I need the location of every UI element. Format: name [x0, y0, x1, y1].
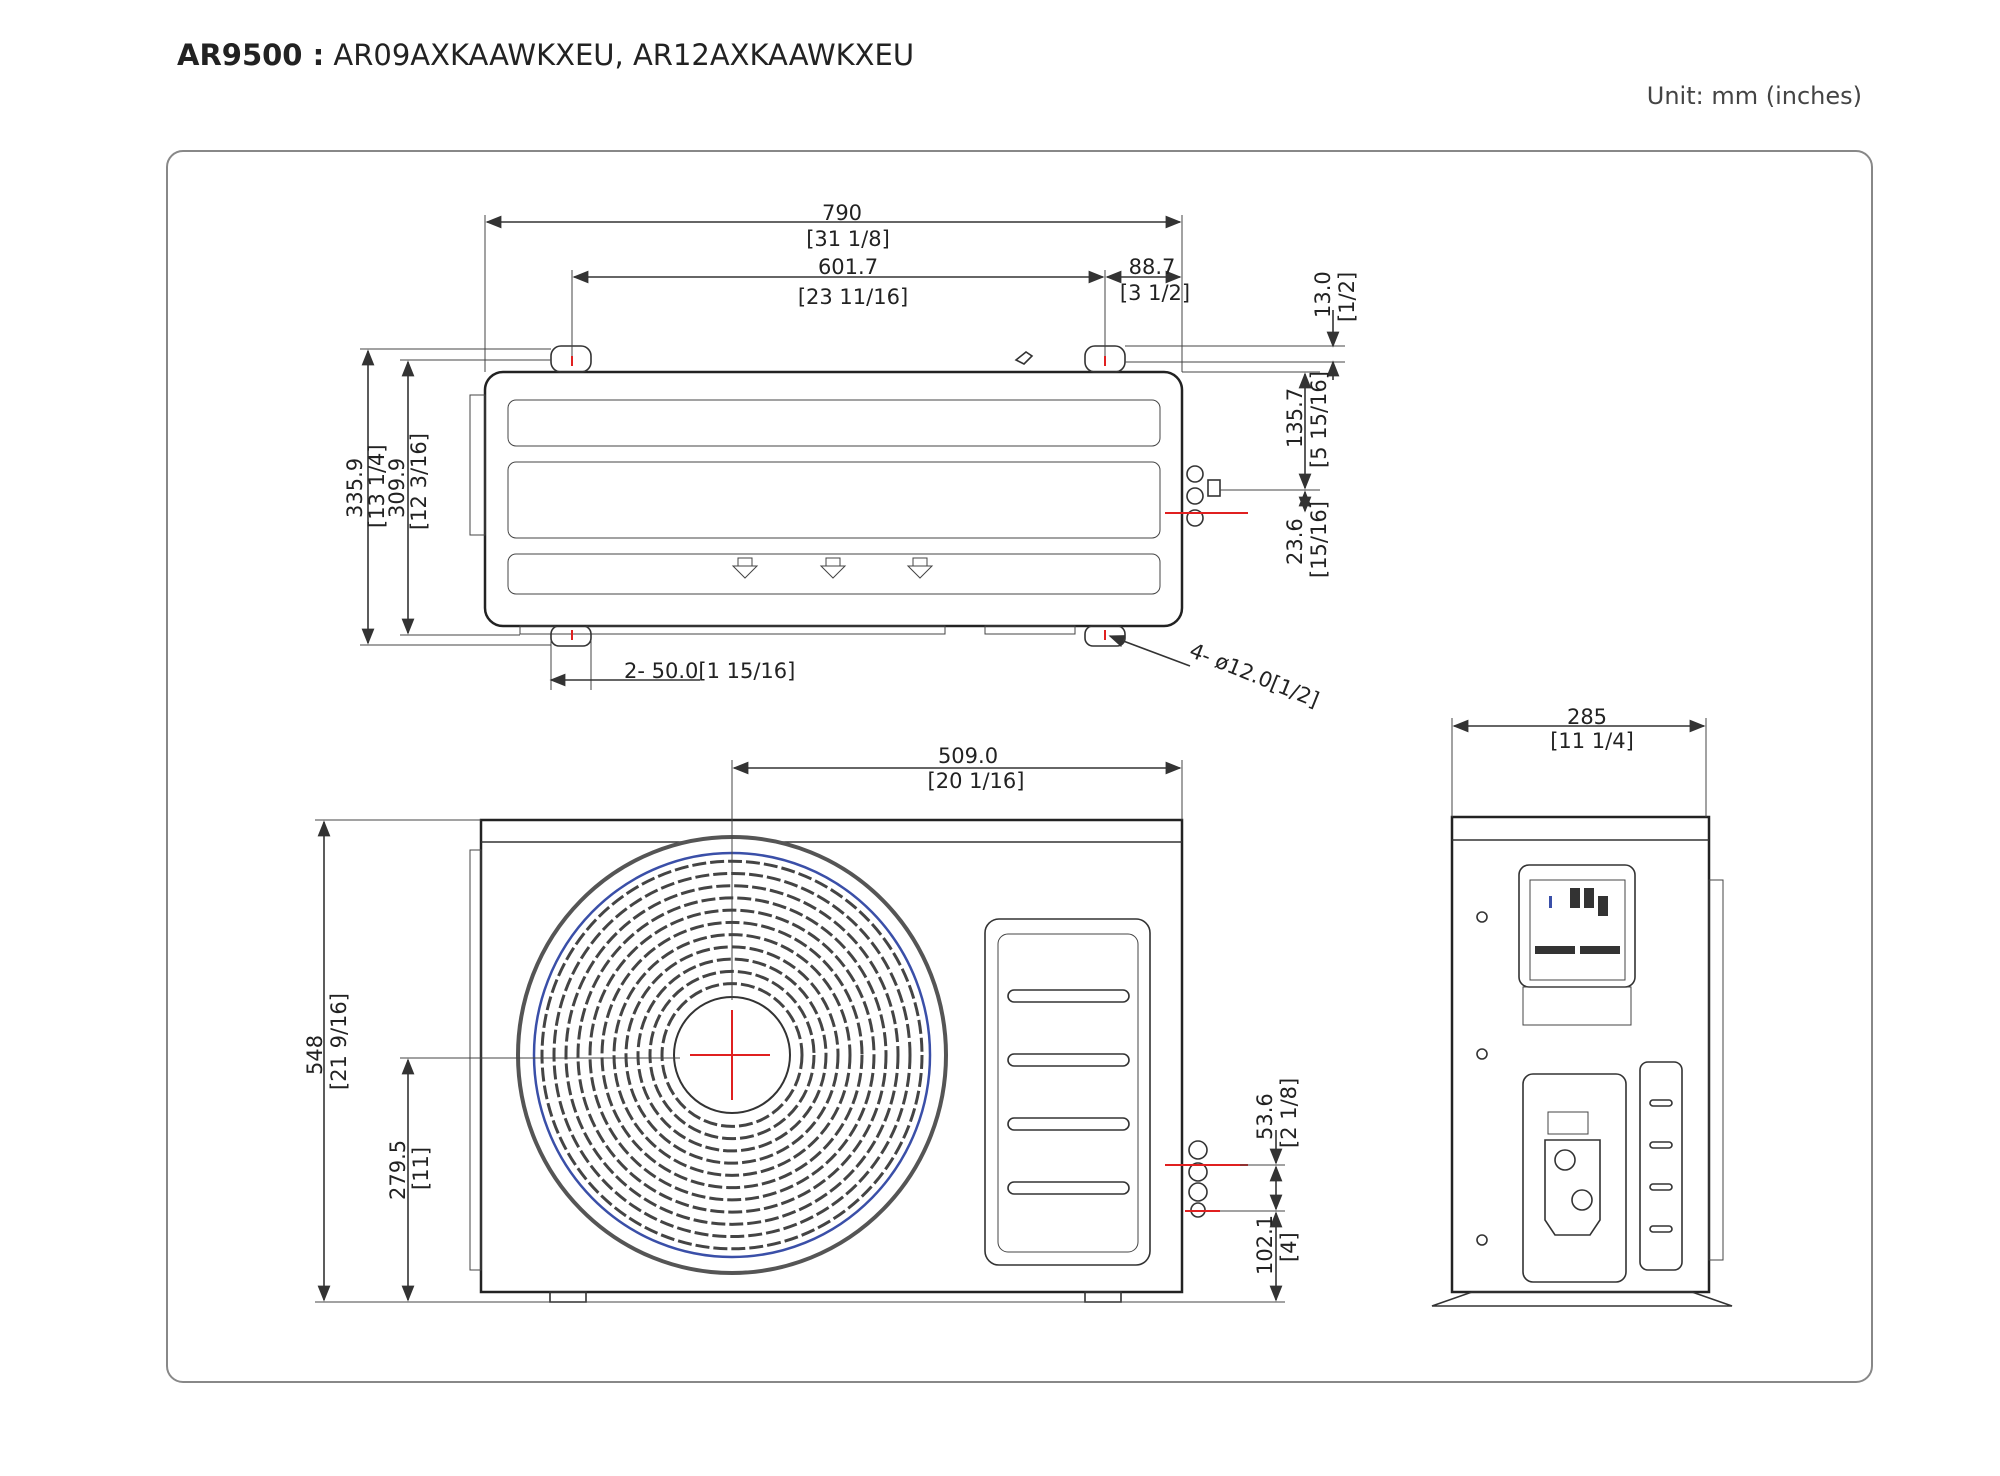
drawing-frame — [166, 150, 1873, 1383]
model-list: AR09AXKAAWKXEU, AR12AXKAAWKXEU — [324, 38, 915, 72]
top-slat — [507, 399, 1161, 447]
dim-width: 790 — [822, 201, 862, 225]
series-name: AR9500 : — [177, 38, 325, 72]
dim-height-in: [21 9/16] — [327, 993, 351, 1090]
dim-fan-offset-in: [20 1/16] — [928, 769, 1025, 793]
top-slat — [507, 553, 1161, 595]
grille-louvers — [1007, 989, 1130, 1195]
service-valve — [1188, 1140, 1208, 1218]
service-valve — [1186, 465, 1221, 527]
top-slat — [507, 461, 1161, 539]
airflow-arrow-icons — [731, 557, 934, 579]
dim-fan-center-height-in: [11] — [409, 1147, 433, 1190]
unit-label: Unit: mm (inches) — [1646, 82, 1862, 110]
dim-mount-span-in: [23 11/16] — [798, 285, 908, 309]
dim-mount-offset-in: [3 1/2] — [1120, 281, 1190, 305]
page-title: AR9500 : AR09AXKAAWKXEU, AR12AXKAAWKXEU — [177, 38, 914, 72]
dim-depth-body-in: [12 3/16] — [407, 433, 431, 530]
dim-valve-height-in: [4] — [1277, 1232, 1301, 1262]
mounting-feet — [550, 345, 1126, 647]
dim-foot-offset-in: [1/2] — [1335, 272, 1359, 322]
top-view: 790 [31 1/8] 601.7 [23 11/16] 88.7 [3 1/… — [343, 201, 1359, 712]
dim-valve-gap-in: [2 1/8] — [1277, 1078, 1301, 1148]
dim-width-in: [31 1/8] — [806, 227, 890, 251]
dim-height: 548 — [303, 1035, 327, 1075]
dim-side-depth: 285 — [1567, 705, 1607, 729]
dim-valve-gap: 53.6 — [1253, 1093, 1277, 1140]
dim-pipe-gap: 23.6 — [1283, 518, 1307, 565]
unit-top-outline — [483, 370, 1184, 628]
dim-pipe-gap-in: [15/16] — [1307, 501, 1331, 578]
dim-pipe-top: 135.7 — [1283, 388, 1307, 448]
side-vent-panel — [1639, 1061, 1683, 1271]
dim-foot-offset: 13.0 — [1311, 271, 1335, 318]
dim-slot-width: 2- 50.0[1 15/16] — [624, 659, 795, 683]
dim-depth-total: 335.9 — [343, 458, 367, 518]
valve-cover — [1522, 1073, 1627, 1283]
dim-side-depth-in: [11 1/4] — [1550, 729, 1634, 753]
dim-mount-offset: 88.7 — [1129, 255, 1176, 279]
dim-pipe-top-in: [5 15/16] — [1307, 371, 1331, 468]
dim-mount-span: 601.7 — [818, 255, 878, 279]
grille-ring — [564, 884, 900, 1226]
dim-fan-offset: 509.0 — [938, 744, 998, 768]
dim-holes: 4- ø12.0[1/2] — [1186, 638, 1322, 712]
side-grille-panel — [984, 918, 1151, 1266]
dim-depth-total-in: [13 1/4] — [365, 444, 389, 528]
dim-valve-height: 102.1 — [1253, 1215, 1277, 1275]
dim-fan-center-height: 279.5 — [386, 1140, 410, 1200]
front-view: 509.0 [20 1/16] 548 [21 9/16] 279.5 [11]… — [303, 744, 1301, 1303]
dim-depth-body: 309.9 — [385, 458, 409, 518]
unit-side-outline — [1450, 815, 1711, 1294]
grille-ring — [636, 957, 828, 1153]
side-view: 285 [11 1/4] — [1431, 705, 1733, 1307]
